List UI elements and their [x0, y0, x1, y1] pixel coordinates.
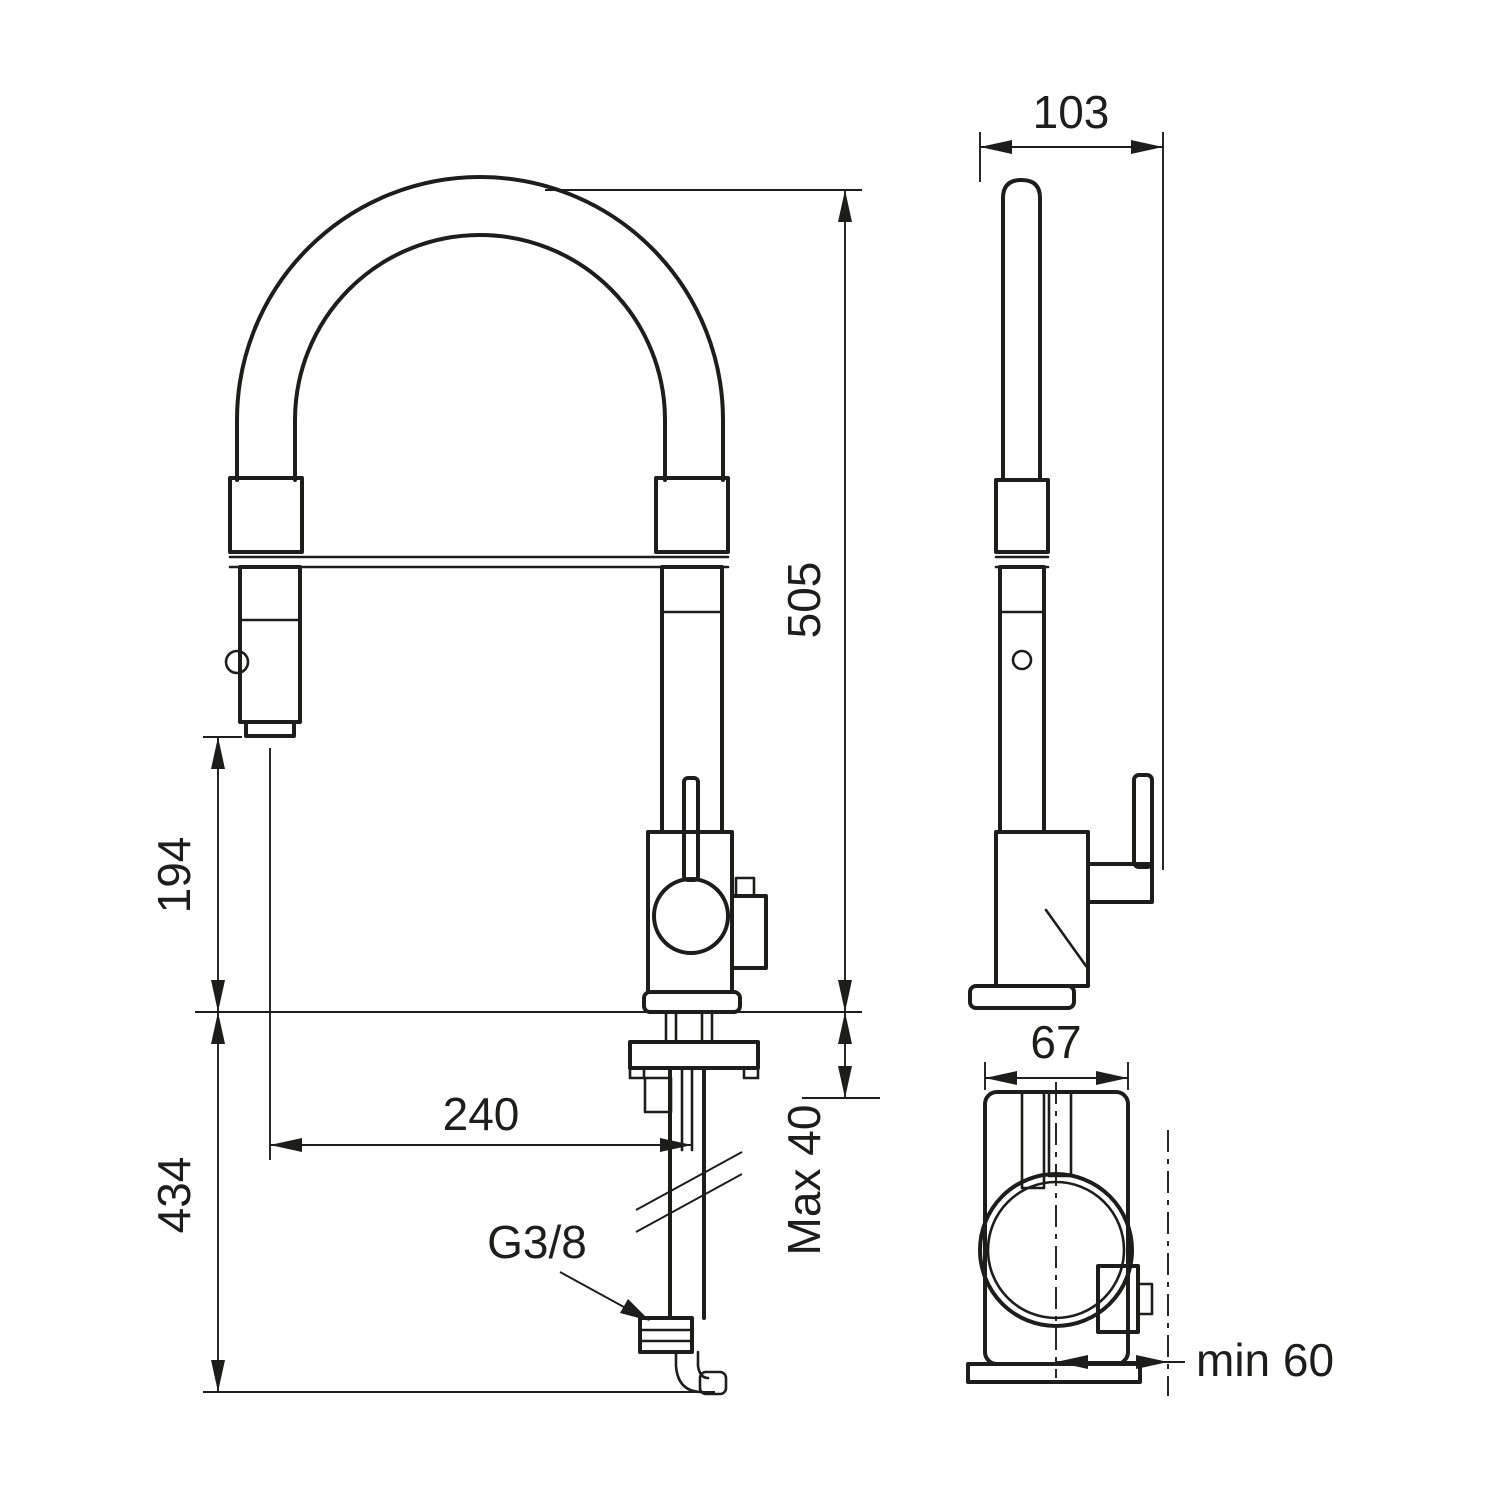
g38-nut: [638, 1316, 694, 1354]
side-handle-arm: [1086, 862, 1154, 904]
side-valve-knob: [730, 894, 768, 970]
arrow-up: [211, 1012, 225, 1044]
elbow-fitting: [698, 1370, 728, 1396]
mounting-nut: [643, 1076, 673, 1114]
bracket-tab-left: [628, 1066, 646, 1080]
top-view: [966, 1082, 1169, 1396]
arrow-down: [838, 1066, 852, 1098]
handle-lever: [682, 776, 700, 882]
arrow-left: [270, 1138, 302, 1152]
leader-arrow: [620, 1299, 650, 1321]
dim-label-max40: Max 40: [778, 1105, 830, 1256]
arrow-left: [1056, 1355, 1088, 1369]
spray-outlet: [244, 720, 296, 738]
faucet-base-front: [642, 830, 768, 1014]
dim-body-width: 67: [984, 1016, 1129, 1090]
dim-deck-thickness: Max 40: [778, 1012, 880, 1255]
arrow-right: [1131, 140, 1163, 154]
spout-arch: [235, 175, 725, 482]
arrow-down: [211, 980, 225, 1012]
front-view: [224, 175, 768, 1396]
arch-outer-line: [235, 175, 725, 482]
side-valve-step: [734, 876, 756, 898]
side-base-diagonal: [1044, 908, 1088, 968]
spray-head-assembly: [224, 476, 730, 738]
dim-below-deck: 434: [148, 1012, 715, 1393]
side-spout-pipe: [1001, 178, 1042, 482]
arrow-down: [838, 980, 852, 1012]
arrow-right: [1096, 1071, 1128, 1085]
dim-overall-height: 505: [545, 189, 862, 1012]
side-base-body: [994, 830, 1090, 988]
column-body: [660, 565, 724, 834]
dim-label-min60: min 60: [1196, 1334, 1334, 1386]
spray-head-body: [238, 565, 302, 724]
side-collar: [994, 478, 1050, 554]
dim-spout-reach: 240: [269, 748, 692, 1160]
handle-front: [652, 776, 730, 955]
break-mark-1: [635, 1151, 743, 1211]
base-flange: [642, 990, 742, 1014]
right-collar: [654, 476, 730, 554]
break-mark-2: [635, 1173, 743, 1233]
side-column: [998, 565, 1046, 834]
base-body: [646, 830, 734, 994]
mounting-bracket: [628, 1040, 760, 1070]
side-base-flange: [968, 984, 1076, 1010]
handle-joint: [652, 877, 730, 955]
dim-outlet-height: 194: [148, 736, 242, 1012]
arrow-right: [660, 1138, 692, 1152]
top-base-plate: [966, 1362, 1142, 1384]
spray-button: [224, 649, 250, 675]
bracket-tab-right: [742, 1066, 760, 1080]
dim-label-194: 194: [148, 837, 200, 914]
dim-label-434: 434: [148, 1157, 200, 1234]
arch-inner-line: [293, 233, 667, 482]
top-valve-step: [1136, 1282, 1154, 1316]
callout-connection: G3/8: [487, 1216, 650, 1321]
side-view: [968, 178, 1154, 1010]
top-tube-bar-1: [1020, 1090, 1046, 1190]
arrow-left: [980, 140, 1012, 154]
top-tube-bar-2: [1047, 1090, 1073, 1178]
dim-label-505: 505: [778, 562, 830, 639]
label-g38: G3/8: [487, 1216, 587, 1268]
side-handle-grip: [1132, 773, 1154, 869]
dim-label-103: 103: [1033, 86, 1110, 138]
arrow-left: [985, 1071, 1017, 1085]
arrow-up: [838, 1012, 852, 1044]
side-button: [1011, 649, 1033, 671]
arrow-up: [211, 737, 225, 769]
dim-label-67: 67: [1030, 1016, 1081, 1068]
left-collar: [228, 476, 304, 554]
dim-wall-clearance: min 60: [1056, 1334, 1334, 1386]
under-counter-parts: [628, 1010, 760, 1396]
dim-side-depth: 103: [979, 86, 1164, 870]
arrow-down: [211, 1360, 225, 1392]
dim-label-240: 240: [443, 1088, 520, 1140]
arrow-right: [1136, 1355, 1168, 1369]
arrow-up: [838, 190, 852, 222]
